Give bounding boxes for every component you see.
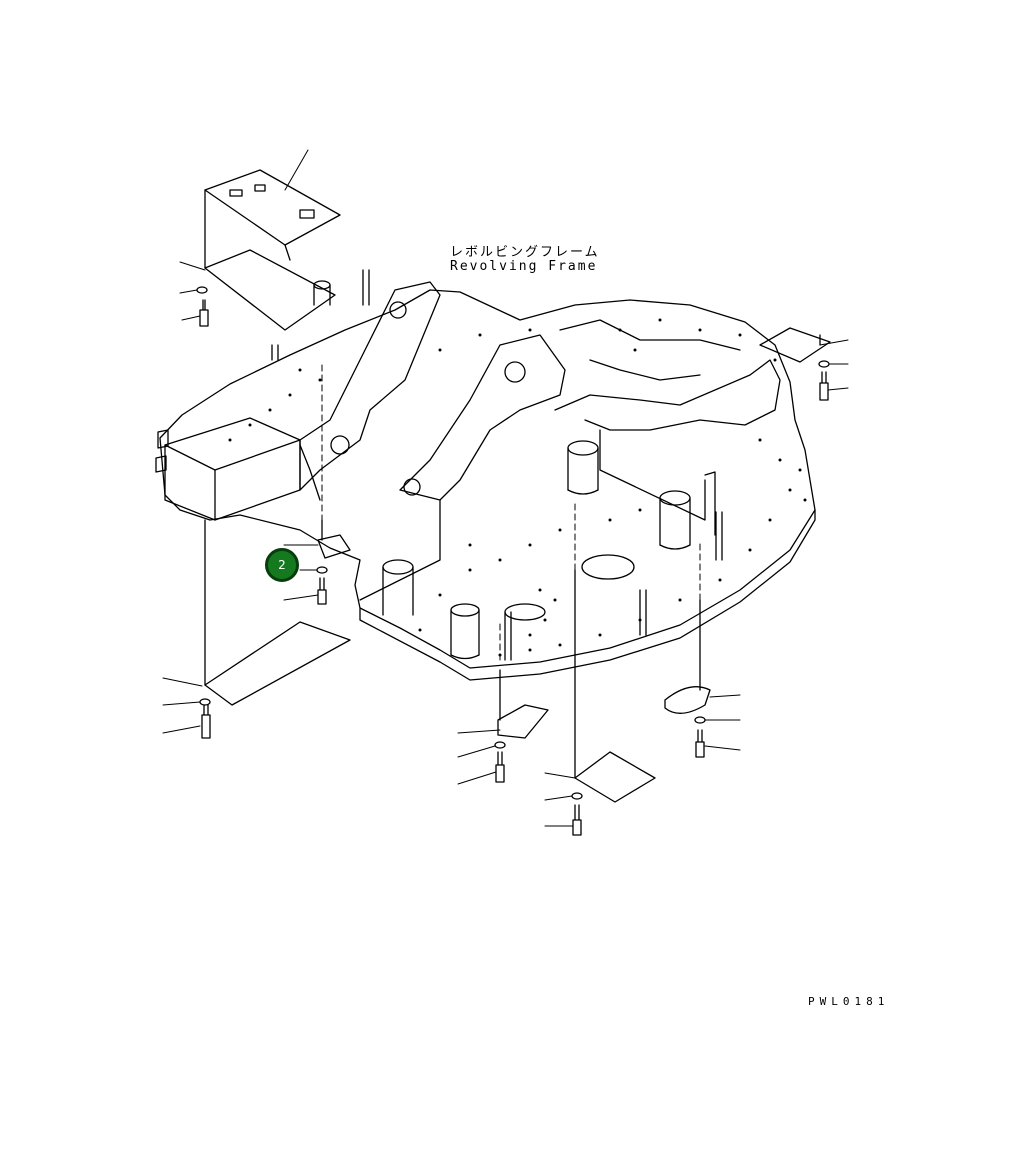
under-cover-middle bbox=[497, 669, 549, 739]
vertical-rods bbox=[271, 269, 723, 661]
left-beam bbox=[155, 417, 301, 521]
cover-plate-lower bbox=[204, 249, 336, 331]
part-callout-2[interactable]: 2 bbox=[265, 548, 299, 582]
cylinder-4 bbox=[382, 559, 414, 616]
boom-bracket-right bbox=[359, 334, 566, 601]
cylinder-3 bbox=[450, 603, 480, 660]
frame-label-english: Revolving Frame bbox=[450, 259, 598, 274]
cover-plate-top bbox=[204, 169, 341, 269]
boom-bracket-left bbox=[299, 281, 441, 501]
frame-deck bbox=[159, 289, 816, 681]
cylinder-1 bbox=[567, 440, 599, 495]
hardware-bolts bbox=[199, 299, 829, 836]
under-cover-right bbox=[664, 599, 711, 714]
floor-hole bbox=[504, 554, 635, 621]
dashed-connectors bbox=[321, 364, 701, 661]
under-cover-bottom bbox=[574, 569, 656, 803]
bolt-holes bbox=[228, 318, 807, 657]
leader-lines bbox=[162, 149, 849, 827]
hardware-washers bbox=[196, 286, 830, 800]
drawing-code: PWL0181 bbox=[808, 995, 890, 1008]
frame-label-japanese: レボルビングフレーム bbox=[450, 245, 600, 260]
center-partition bbox=[554, 319, 781, 536]
cylinder-2 bbox=[659, 490, 691, 550]
under-cover-left bbox=[204, 519, 351, 706]
cover-plate-right bbox=[759, 327, 831, 363]
small-plate-center bbox=[317, 519, 351, 559]
